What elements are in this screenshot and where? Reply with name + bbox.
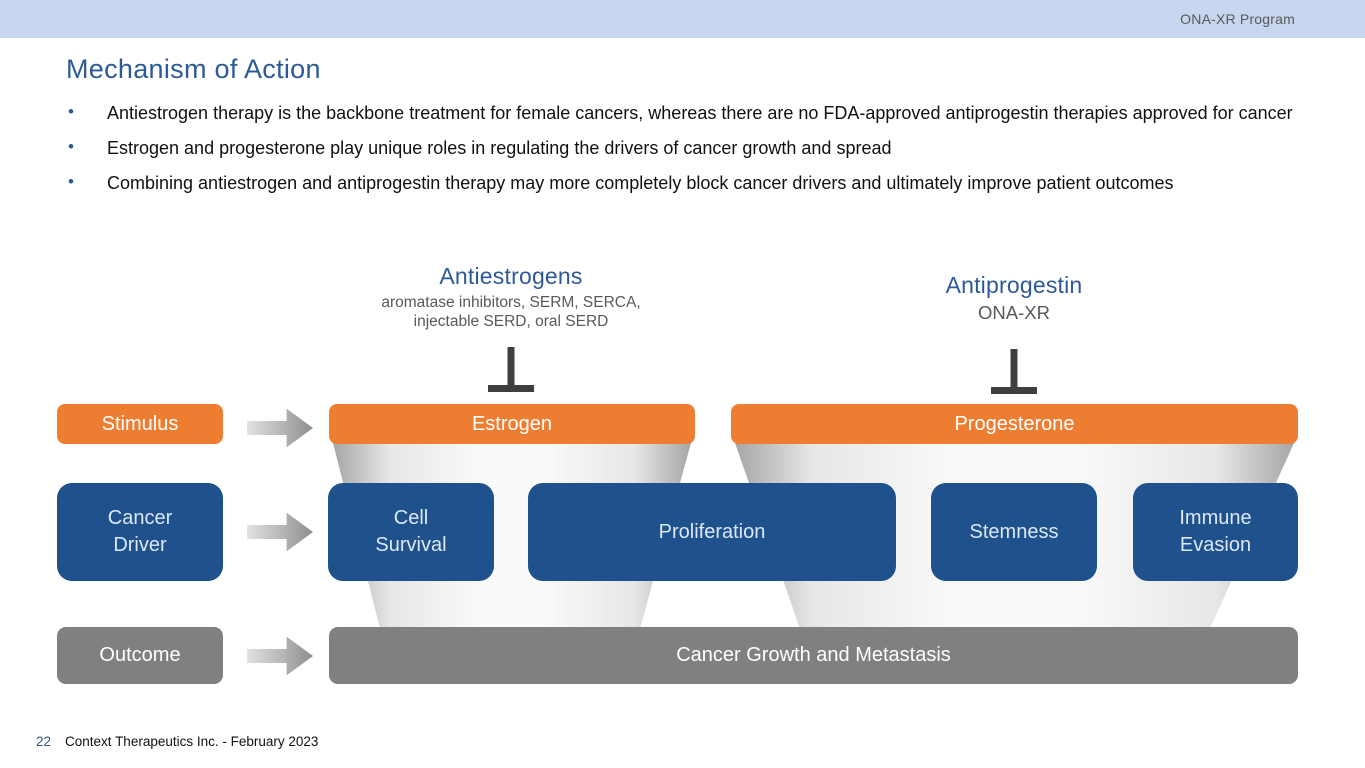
cancer-driver-label: Cancer Driver — [107, 507, 173, 556]
bullet-item: Antiestrogen therapy is the backbone tre… — [68, 100, 1293, 126]
program-label: ONA-XR Program — [1180, 11, 1295, 27]
stimulus-label: Stimulus — [101, 412, 179, 435]
progesterone-label: Progesterone — [954, 412, 1075, 435]
antiprogestin-subtitle: ONA-XR — [978, 302, 1050, 323]
estrogen-label: Estrogen — [471, 412, 553, 435]
outcome-box: Outcome — [57, 627, 223, 684]
antiestrogens-title: Antiestrogens — [439, 263, 583, 289]
outcome-label: Outcome — [99, 644, 181, 666]
antiestrogens-subtitle: aromatase inhibitors, SERM, SERCA, injec… — [331, 293, 691, 332]
header-bar: ONA-XR Program — [0, 0, 1365, 38]
cell-survival-box: Cell Survival — [328, 483, 494, 581]
immune-evasion-box: Immune Evasion — [1133, 483, 1298, 581]
cell-survival-label: Cell Survival — [375, 507, 447, 556]
footer-attribution: Context Therapeutics Inc. - February 202… — [65, 734, 319, 749]
cancer-growth-label: Cancer Growth and Metastasis — [676, 644, 951, 666]
antiprogestin-heading: Antiprogestin ONA-XR — [834, 272, 1194, 324]
proliferation-label: Proliferation — [658, 520, 766, 543]
page-number: 22 — [36, 734, 52, 749]
bullet-item: Estrogen and progesterone play unique ro… — [68, 135, 1293, 161]
page-title: Mechanism of Action — [66, 54, 321, 84]
antiestrogens-subtitle-line2: injectable SERD, oral SERD — [413, 313, 609, 331]
inhibition-bar — [488, 385, 534, 392]
inhibition-icon — [488, 347, 534, 392]
arrow-right-icon — [247, 512, 313, 552]
inhibition-bar — [991, 387, 1037, 394]
arrow-right-icon — [247, 408, 313, 448]
bullet-item: Combining antiestrogen and antiprogestin… — [68, 170, 1293, 196]
inhibition-stem — [1010, 349, 1018, 389]
cancer-growth-box: Cancer Growth and Metastasis — [329, 627, 1298, 684]
stemness-box: Stemness — [931, 483, 1097, 581]
inhibition-icon — [991, 349, 1037, 394]
footer: 22 Context Therapeutics Inc. - February 2… — [36, 734, 318, 749]
immune-evasion-label: Immune Evasion — [1179, 507, 1252, 556]
progesterone-box: Progesterone — [731, 404, 1298, 444]
antiprogestin-title: Antiprogestin — [945, 272, 1083, 298]
antiestrogens-subtitle-line1: aromatase inhibitors, SERM, SERCA, — [381, 294, 641, 311]
arrow-right-icon — [247, 636, 313, 676]
cancer-driver-box: Cancer Driver — [57, 483, 223, 581]
estrogen-box: Estrogen — [329, 404, 695, 444]
stemness-label: Stemness — [969, 520, 1059, 543]
antiestrogens-heading: Antiestrogens aromatase inhibitors, SERM… — [331, 263, 691, 332]
inhibition-stem — [507, 347, 515, 387]
proliferation-box: Proliferation — [528, 483, 896, 581]
bullet-list: Antiestrogen therapy is the backbone tre… — [68, 100, 1293, 205]
stimulus-box: Stimulus — [57, 404, 223, 444]
